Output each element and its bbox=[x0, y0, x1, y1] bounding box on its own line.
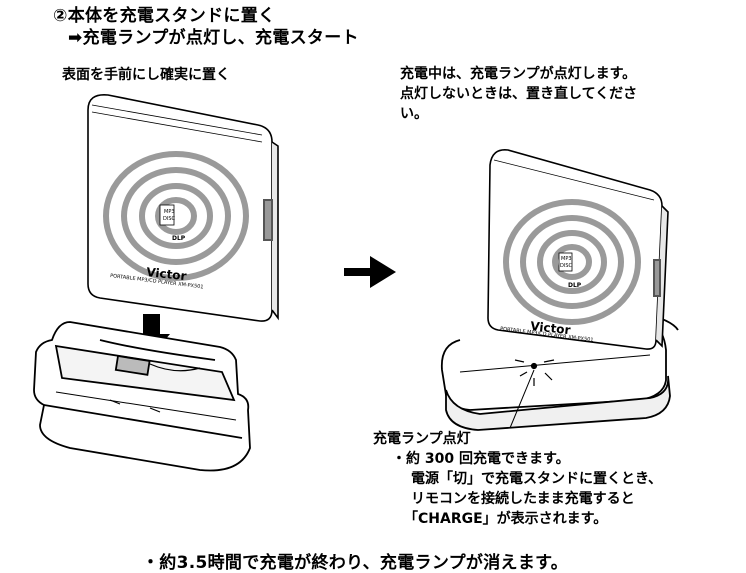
left-badge-top: MP3 bbox=[164, 209, 175, 215]
step-heading: ②本体を充電スタンドに置く bbox=[53, 6, 276, 26]
right-arrow-icon bbox=[344, 256, 396, 288]
right-caption-line-1: 充電中は、充電ランプが点灯します。 bbox=[400, 66, 637, 82]
right-badge-top: MP3 bbox=[561, 256, 572, 262]
left-badge-bottom: DISC bbox=[163, 216, 175, 222]
result-heading: ➡充電ランプが点灯し、充電スタート bbox=[68, 28, 359, 48]
left-sub-logo: DLP bbox=[172, 235, 186, 242]
callout-bullet-2: 電源「切」で充電スタンドに置くとき、 bbox=[411, 471, 663, 487]
right-sub-logo: DLP bbox=[568, 282, 582, 289]
right-stand-front bbox=[445, 375, 671, 431]
callout-leader-line bbox=[509, 369, 535, 429]
callout-bullet-4: 「CHARGE」が表示されます。 bbox=[404, 511, 608, 527]
charge-lamp-glow-icon bbox=[514, 359, 555, 386]
left-charging-stand bbox=[33, 321, 251, 472]
callout-label: 充電ランプ点灯 bbox=[373, 431, 471, 447]
right-caption-line-3: い。 bbox=[400, 106, 428, 122]
footer-note: ・約3.5時間で充電が終わり、充電ランプが消えます。 bbox=[142, 553, 569, 573]
callout-bullet-1: ・約 300 回充電できます。 bbox=[392, 451, 570, 467]
left-brand-logo: Victor bbox=[146, 265, 188, 283]
right-brand-logo: Victor bbox=[530, 319, 572, 337]
right-player-illustration bbox=[487, 148, 669, 350]
right-caption-line-2: 点灯しないときは、置き直してくださ bbox=[400, 86, 638, 102]
right-badge-bottom: DISC bbox=[560, 263, 572, 269]
callout-bullet-3: リモコンを接続したまま充電すると bbox=[411, 491, 635, 507]
left-player-illustration bbox=[87, 93, 279, 322]
left-caption: 表面を手前にし確実に置く bbox=[62, 67, 230, 83]
